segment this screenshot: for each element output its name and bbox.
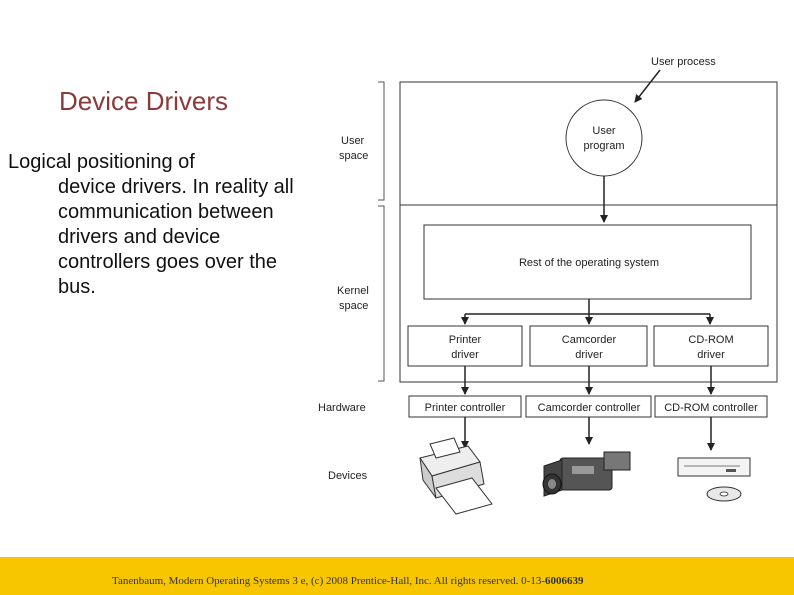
printer-driver-label-1: Printer (449, 334, 482, 346)
camcorder-driver-box (529, 325, 648, 367)
kernel-space-bracket (378, 205, 385, 382)
cdrom-driver-label-1: CD-ROM (688, 334, 733, 346)
user-process-arrow (634, 69, 661, 103)
cdrom-drive-icon (677, 457, 751, 477)
printer-icon (419, 437, 493, 515)
hardware-label: Hardware (318, 402, 366, 414)
user-program-label-1: User (592, 125, 616, 137)
user-program-label-2: program (584, 140, 625, 152)
footer-copyright-text: Tanenbaum, Modern Operating Systems 3 e,… (112, 575, 546, 587)
user-space-bracket (378, 81, 385, 201)
slide-title: Device Drivers (59, 86, 229, 116)
user-program-circle (565, 99, 643, 177)
camcorder-icon (542, 451, 631, 497)
user-space-label-1: User (341, 135, 365, 147)
kernel-space-label-2: space (339, 300, 368, 312)
user-space-label-2: space (339, 150, 368, 162)
kernel-space-label-1: Kernel (337, 285, 369, 297)
cdrom-driver-label-2: driver (697, 349, 725, 361)
footer-copyright: Tanenbaum, Modern Operating Systems 3 e,… (112, 575, 584, 587)
rest-of-os-label: Rest of the operating system (519, 257, 659, 269)
footer-bar (0, 557, 794, 595)
user-process-label: User process (651, 56, 716, 68)
camcorder-controller-label: Camcorder controller (538, 402, 641, 414)
printer-driver-label-2: driver (451, 349, 479, 361)
rest-of-os-box (423, 224, 752, 300)
printer-controller-label: Printer controller (425, 402, 506, 414)
driver-positioning-diagram: User process User space Kernel space Use… (318, 56, 778, 515)
slide-body: Logical positioning of device drivers. I… (8, 150, 308, 300)
cd-disc-icon (706, 486, 742, 502)
camcorder-driver-label-1: Camcorder (562, 334, 617, 346)
camcorder-driver-label-2: driver (575, 349, 603, 361)
cdrom-controller-label: CD-ROM controller (664, 402, 758, 414)
devices-label: Devices (328, 470, 368, 482)
body-continuation: device drivers. In reality all communica… (58, 176, 294, 298)
footer-isbn-suffix: 6006639 (545, 575, 584, 587)
body-first-line: Logical positioning of (8, 151, 195, 173)
